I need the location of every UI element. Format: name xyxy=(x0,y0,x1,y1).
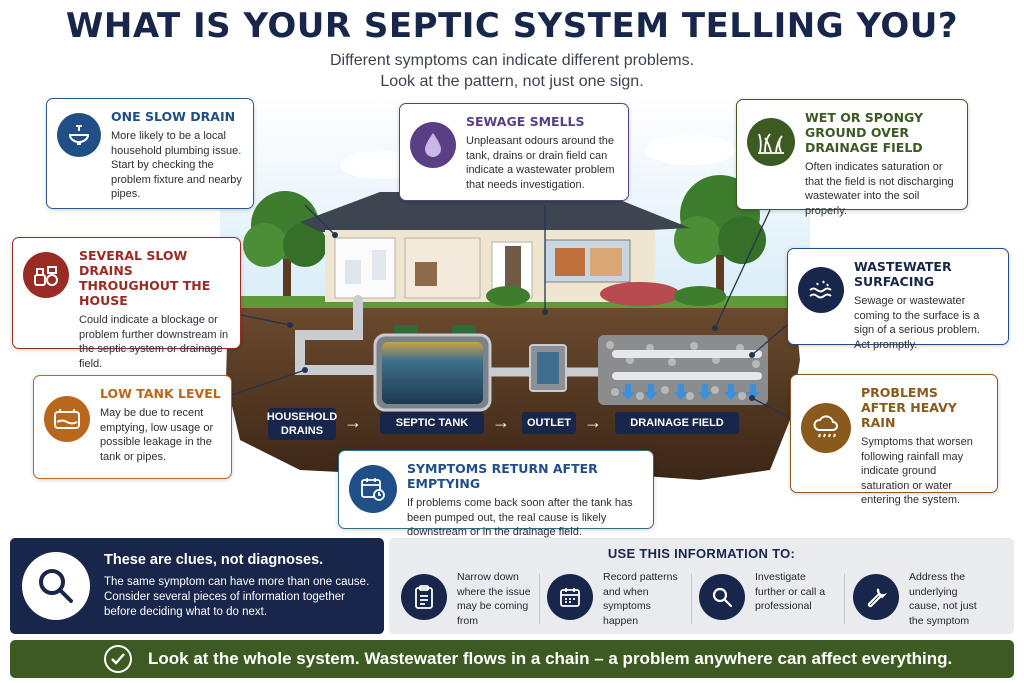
card-title: ONE SLOW DRAIN xyxy=(111,109,236,124)
cloud xyxy=(645,135,735,165)
card-after-emptying: SYMPTOMS RETURN AFTER EMPTYING If proble… xyxy=(338,450,654,538)
calendar-clock-icon xyxy=(349,465,397,513)
drainage-field-gravel xyxy=(598,335,768,405)
clues-text: The same symptom can have more than one … xyxy=(104,576,370,618)
subtitle-line-1: Different symptoms can indicate differen… xyxy=(329,52,695,69)
tree-left xyxy=(243,191,327,305)
page-title: WHAT IS YOUR SEPTIC SYSTEM TELLING YOU? xyxy=(65,6,959,46)
subtitle-line-2: Look at the pattern, not just one sign. xyxy=(380,73,644,90)
use-item-address-cause: Address the underlying cause, not just t… xyxy=(853,570,1003,628)
card-title: WET OR SPONGY GROUND OVER DRAINAGE FIELD xyxy=(805,110,924,155)
check-circle-icon xyxy=(104,645,132,673)
card-heavy-rain: PROBLEMS AFTER HEAVY RAIN Symptoms that … xyxy=(790,374,998,506)
rain-cloud-icon xyxy=(801,403,851,453)
lawn xyxy=(230,296,790,310)
waves-icon xyxy=(798,267,844,313)
tank-lid xyxy=(452,325,476,335)
card-one-slow-drain: ONE SLOW DRAIN More likely to be a local… xyxy=(46,98,254,209)
tank-icon xyxy=(44,396,90,442)
flow-arrow-icon: → xyxy=(492,412,510,432)
shrub xyxy=(486,286,530,306)
card-sewage-smells: SEWAGE SMELLS Unpleasant odours around t… xyxy=(399,103,629,201)
card-text: Often indicates saturation or that the f… xyxy=(805,161,954,217)
search-icon xyxy=(699,574,745,620)
drainage-down-arrows xyxy=(621,384,760,400)
use-item-investigate: Investigate further or call a profession… xyxy=(699,570,849,620)
divider xyxy=(691,574,692,624)
clipboard-icon xyxy=(401,574,447,620)
card-text: If problems come back soon after the tan… xyxy=(407,497,633,538)
footer-banner: Look at the whole system. Wastewater flo… xyxy=(10,640,1014,678)
flow-label-household-drains: HOUSEHOLD DRAINS xyxy=(267,408,337,440)
shrub xyxy=(600,282,680,306)
fixtures-icon xyxy=(23,252,69,298)
card-text: Unpleasant odours around the tank, drain… xyxy=(466,135,615,191)
card-low-tank-level: LOW TANK LEVEL May be due to recent empt… xyxy=(33,375,232,479)
septic-tank xyxy=(373,333,492,412)
magnifier-icon xyxy=(22,552,90,620)
card-wastewater-surfacing: WASTEWATER SURFACING Sewage or wastewate… xyxy=(787,248,1009,351)
callout-connectors xyxy=(231,204,791,419)
card-title: SEWAGE SMELLS xyxy=(466,114,585,129)
use-item-record-patterns: Record patterns and when symptoms happen xyxy=(547,570,697,628)
sink-icon xyxy=(57,113,101,157)
household-drain-pipe xyxy=(295,295,380,375)
flow-label-outlet: OUTLET xyxy=(522,412,576,434)
card-text: Could indicate a blockage or problem fur… xyxy=(79,314,229,370)
divider xyxy=(844,574,845,624)
card-text: Sewage or wastewater coming to the surfa… xyxy=(854,295,980,351)
card-text: May be due to recent emptying, low usage… xyxy=(100,407,214,463)
clues-panel: These are clues, not diagnoses. The same… xyxy=(10,538,384,634)
flow-label-drainage-field: DRAINAGE FIELD xyxy=(615,412,739,434)
callout-dots xyxy=(287,232,755,401)
droplet-icon xyxy=(410,122,456,168)
flow-arrow-icon: → xyxy=(344,412,362,432)
use-item-text: Narrow down where the issue may be comin… xyxy=(457,571,531,627)
clues-title: These are clues, not diagnoses. xyxy=(104,552,324,568)
card-title: PROBLEMS AFTER HEAVY RAIN xyxy=(861,385,957,430)
page-subtitle: Different symptoms can indicate differen… xyxy=(262,50,762,92)
card-several-slow-drains: SEVERAL SLOW DRAINS THROUGHOUT THE HOUSE… xyxy=(12,237,241,370)
flow-arrow-icon: → xyxy=(584,412,602,432)
tank-lid xyxy=(394,325,418,335)
card-title: SYMPTOMS RETURN AFTER EMPTYING xyxy=(407,461,598,491)
calendar-icon xyxy=(547,574,593,620)
card-text: Symptoms that worsen following rainfall … xyxy=(861,436,973,506)
wrench-icon xyxy=(853,574,899,620)
footer-text: Look at the whole system. Wastewater flo… xyxy=(148,649,953,668)
use-item-text: Investigate further or call a profession… xyxy=(755,571,826,612)
card-title: SEVERAL SLOW DRAINS THROUGHOUT THE HOUSE xyxy=(79,248,211,308)
divider xyxy=(539,574,540,624)
card-text: More likely to be a local household plum… xyxy=(111,130,242,200)
shrub xyxy=(674,286,726,306)
house xyxy=(300,192,690,302)
outlet-box xyxy=(529,344,567,392)
card-title: LOW TANK LEVEL xyxy=(100,386,221,401)
use-item-narrow-down: Narrow down where the issue may be comin… xyxy=(401,570,539,628)
use-item-text: Address the underlying cause, not just t… xyxy=(909,571,977,627)
card-title: WASTEWATER SURFACING xyxy=(854,259,952,289)
grass-icon xyxy=(747,118,795,166)
use-information-panel: USE THIS INFORMATION TO: Narrow down whe… xyxy=(389,538,1014,634)
card-wet-spongy-ground: WET OR SPONGY GROUND OVER DRAINAGE FIELD… xyxy=(736,99,968,217)
flow-label-septic-tank: SEPTIC TANK xyxy=(380,412,484,434)
use-information-title: USE THIS INFORMATION TO: xyxy=(607,546,796,561)
use-item-text: Record patterns and when symptoms happen xyxy=(603,571,678,627)
